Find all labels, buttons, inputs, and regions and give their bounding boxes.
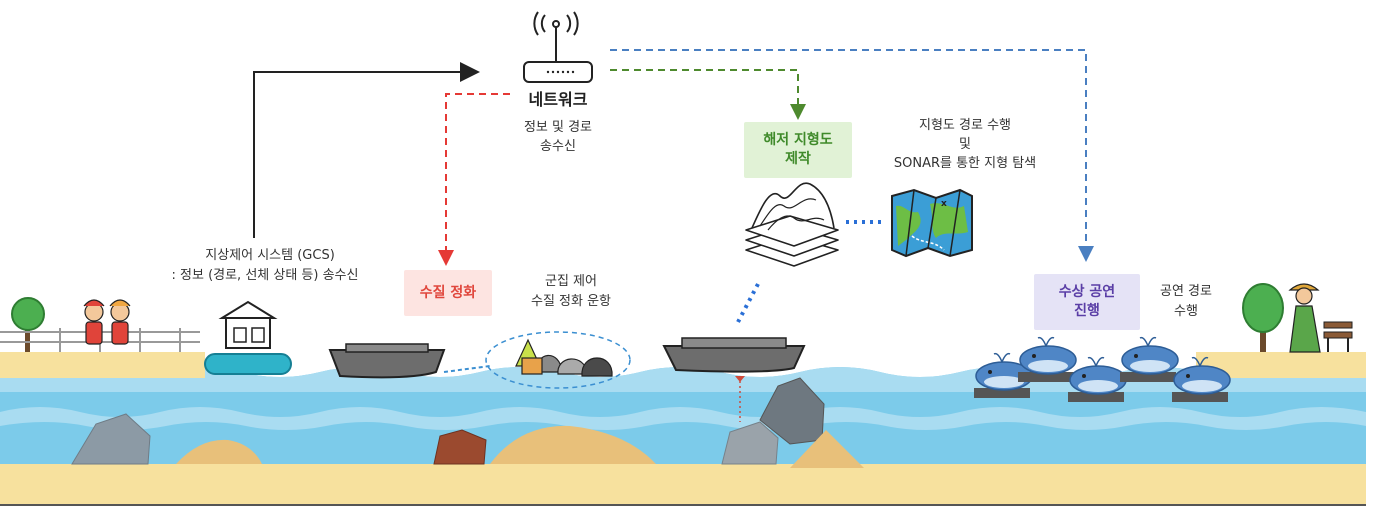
boat-icon-2 [662,337,806,373]
terrain-layers-icon [745,182,839,267]
gcs-description-line1: 지상제어 시스템 (GCS) [205,248,335,263]
boat-icon-1 [328,343,446,379]
tree-icon-right [1242,283,1284,352]
whale-icon-2 [1018,336,1077,382]
svg-text:x: x [941,199,947,209]
map-icon: x [891,188,973,258]
swarm-link [443,365,491,373]
swarm-area [485,331,631,389]
sand-pile-icon-2 [490,425,656,464]
rock-icon-2 [433,429,487,465]
trash-bags-icon [515,338,613,377]
water-show-desc-line1: 공연 경로 [1160,284,1212,299]
seabed-mapping-label-line2: 제작 [785,151,811,167]
seabed-mapping-label: 해저 지형도 제작 [744,122,852,178]
bench-icon [1323,321,1353,352]
seabed-mapping-label-line1: 해저 지형도 [763,132,833,148]
control-station-icon [218,300,278,349]
purification-dashed-arrow [438,93,510,266]
seabed-mapping-desc-line1: 지형도 경로 수행 [919,118,1011,133]
person-icon-right [1288,283,1321,353]
rock-icon-3 [721,421,779,465]
water-purification-label-text: 수질 정화 [419,284,477,301]
mapping-dashed-arrow [610,69,806,120]
seabed-edge [0,504,1366,506]
seabed-sand [0,464,1366,506]
network-subtitle-line2: 송수신 [540,139,576,154]
water-show-desc-line2: 수행 [1174,304,1198,319]
water-show-label-line2: 진행 [1074,303,1100,319]
terrain-boat-dotted-link [736,283,760,323]
water-purification-desc-line2: 수질 정화 운항 [530,294,612,309]
seabed-mapping-desc-line2: 및 [959,137,971,152]
whale-icon-5 [1172,356,1231,402]
tree-icon-left [11,297,45,352]
person-icon-left-2 [109,299,131,345]
water-wave-band [0,407,1366,430]
whale-icon-1 [974,352,1033,398]
water-purification-desc-line1: 군집 제어 [545,274,597,289]
water-show-label-line1: 수상 공연 [1058,284,1116,300]
water-purification-label: 수질 정화 [404,270,492,316]
water-show-label: 수상 공연 진행 [1034,274,1140,330]
show-dashed-arrow [610,49,1094,262]
network-title: 네트워크 [528,90,588,109]
sand-pile-icon-1 [176,439,262,464]
seabed-mapping-desc-line3: SONAR를 통한 지형 탐색 [893,156,1037,171]
rock-icon-1 [71,413,151,465]
left-dock [0,352,205,378]
whale-icon-4 [1120,336,1179,382]
whale-icon-3 [1068,356,1127,402]
network-subtitle-line1: 정보 및 경로 [523,120,593,135]
person-icon-left-1 [83,299,105,345]
gcs-network-arrow [253,62,480,238]
gcs-description-line2: : 정보 (경로, 선체 상태 등) 송수신 [171,268,359,283]
launch-pipe [204,353,292,375]
rock-icon-4 [759,377,825,445]
router-icon [523,11,593,83]
sand-pile-icon-3 [790,430,864,468]
